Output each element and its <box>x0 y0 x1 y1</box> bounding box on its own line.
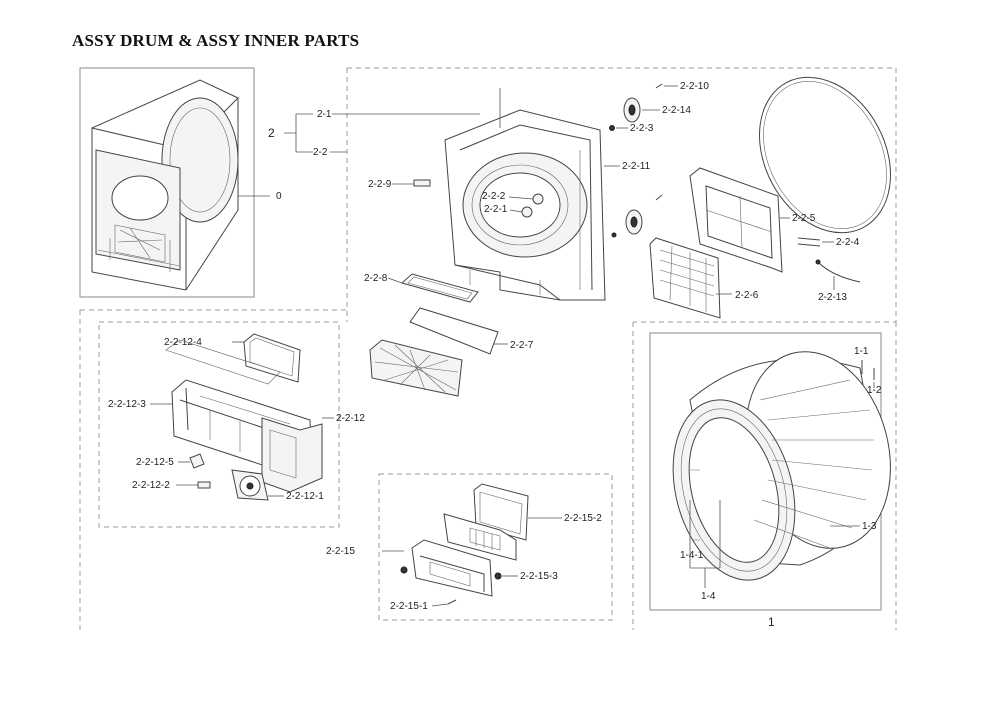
assembly-0-frame <box>79 67 255 298</box>
part-2-2-4-harness <box>797 237 834 247</box>
group-2-2-12-illustration <box>150 333 334 501</box>
label-2-2-15-1: 2-2-15-1 <box>390 601 428 612</box>
label-2-2-12-5: 2-2-12-5 <box>136 457 174 468</box>
part-2-2-14-roller <box>623 97 660 123</box>
label-2-2-9: 2-2-9 <box>368 179 392 190</box>
label-2-2-12-4: 2-2-12-4 <box>164 337 202 348</box>
group-2-2-15-frame <box>378 473 613 621</box>
label-2-2-5: 2-2-5 <box>792 213 816 224</box>
label-2-2-1: 2-2-1 <box>484 204 508 215</box>
label-2-2-6: 2-2-6 <box>735 290 759 301</box>
label-0: 0 <box>276 191 282 202</box>
part-2-2-10-screw <box>655 83 678 89</box>
group-2-2-12-frame <box>98 321 340 528</box>
roller-lower <box>611 194 663 238</box>
label-2-2-15-2: 2-2-15-2 <box>564 513 602 524</box>
label-1-3: 1-3 <box>862 521 877 532</box>
label-2-2-3: 2-2-3 <box>630 123 654 134</box>
part-2-2-6-screen <box>649 237 732 319</box>
page-title: ASSY DRUM & ASSY INNER PARTS <box>72 31 360 50</box>
part-2-2-5-bracket <box>689 167 790 273</box>
label-2-2-13: 2-2-13 <box>818 292 847 303</box>
label-2-2-12-2: 2-2-12-2 <box>132 480 170 491</box>
label-1-4-1: 1-4-1 <box>680 550 704 561</box>
assembly-0-illustration <box>91 79 270 291</box>
label-2: 2 <box>268 126 275 140</box>
drive-belt <box>759 76 891 234</box>
label-1-2: 1-2 <box>867 385 882 396</box>
part-2-2-8-gasket <box>387 273 479 303</box>
label-2-2: 2-2 <box>313 147 328 158</box>
label-2-2-10: 2-2-10 <box>680 81 709 92</box>
part-2-2-1-and-2-2-2 <box>508 193 544 218</box>
label-2-2-4: 2-2-4 <box>836 237 860 248</box>
group-2-2-15-illustration <box>382 483 562 607</box>
label-2-2-11: 2-2-11 <box>622 161 651 172</box>
label-2-2-7: 2-2-7 <box>510 340 534 351</box>
label-1-1: 1-1 <box>854 346 869 357</box>
part-2-2-9-sensor <box>392 179 431 187</box>
part-2-2-3-bolt <box>609 125 628 131</box>
group-2-frame <box>346 67 897 323</box>
group-1-frame <box>632 322 897 630</box>
part-2-2-11-rear-frame <box>444 88 620 301</box>
label-1: 1 <box>768 615 775 629</box>
label-2-2-12-1: 2-2-12-1 <box>286 491 324 502</box>
label-2-2-2: 2-2-2 <box>482 191 506 202</box>
lint-filter-grille <box>369 339 463 397</box>
group-1-drum-illustration <box>672 351 891 588</box>
frames <box>79 67 897 630</box>
group-2-bracket <box>284 113 480 153</box>
label-1-4: 1-4 <box>701 591 716 602</box>
label-2-1: 2-1 <box>317 109 332 120</box>
part-2-2-13-sensor-wire <box>815 259 861 290</box>
label-2-2-12: 2-2-12 <box>336 413 365 424</box>
label-2-2-15-3: 2-2-15-3 <box>520 571 558 582</box>
label-2-2-15: 2-2-15 <box>326 546 355 557</box>
label-2-2-14: 2-2-14 <box>662 105 691 116</box>
label-2-2-12-3: 2-2-12-3 <box>108 399 146 410</box>
label-2-2-8: 2-2-8 <box>364 273 388 284</box>
part-2-2-7-gasket <box>409 307 508 355</box>
